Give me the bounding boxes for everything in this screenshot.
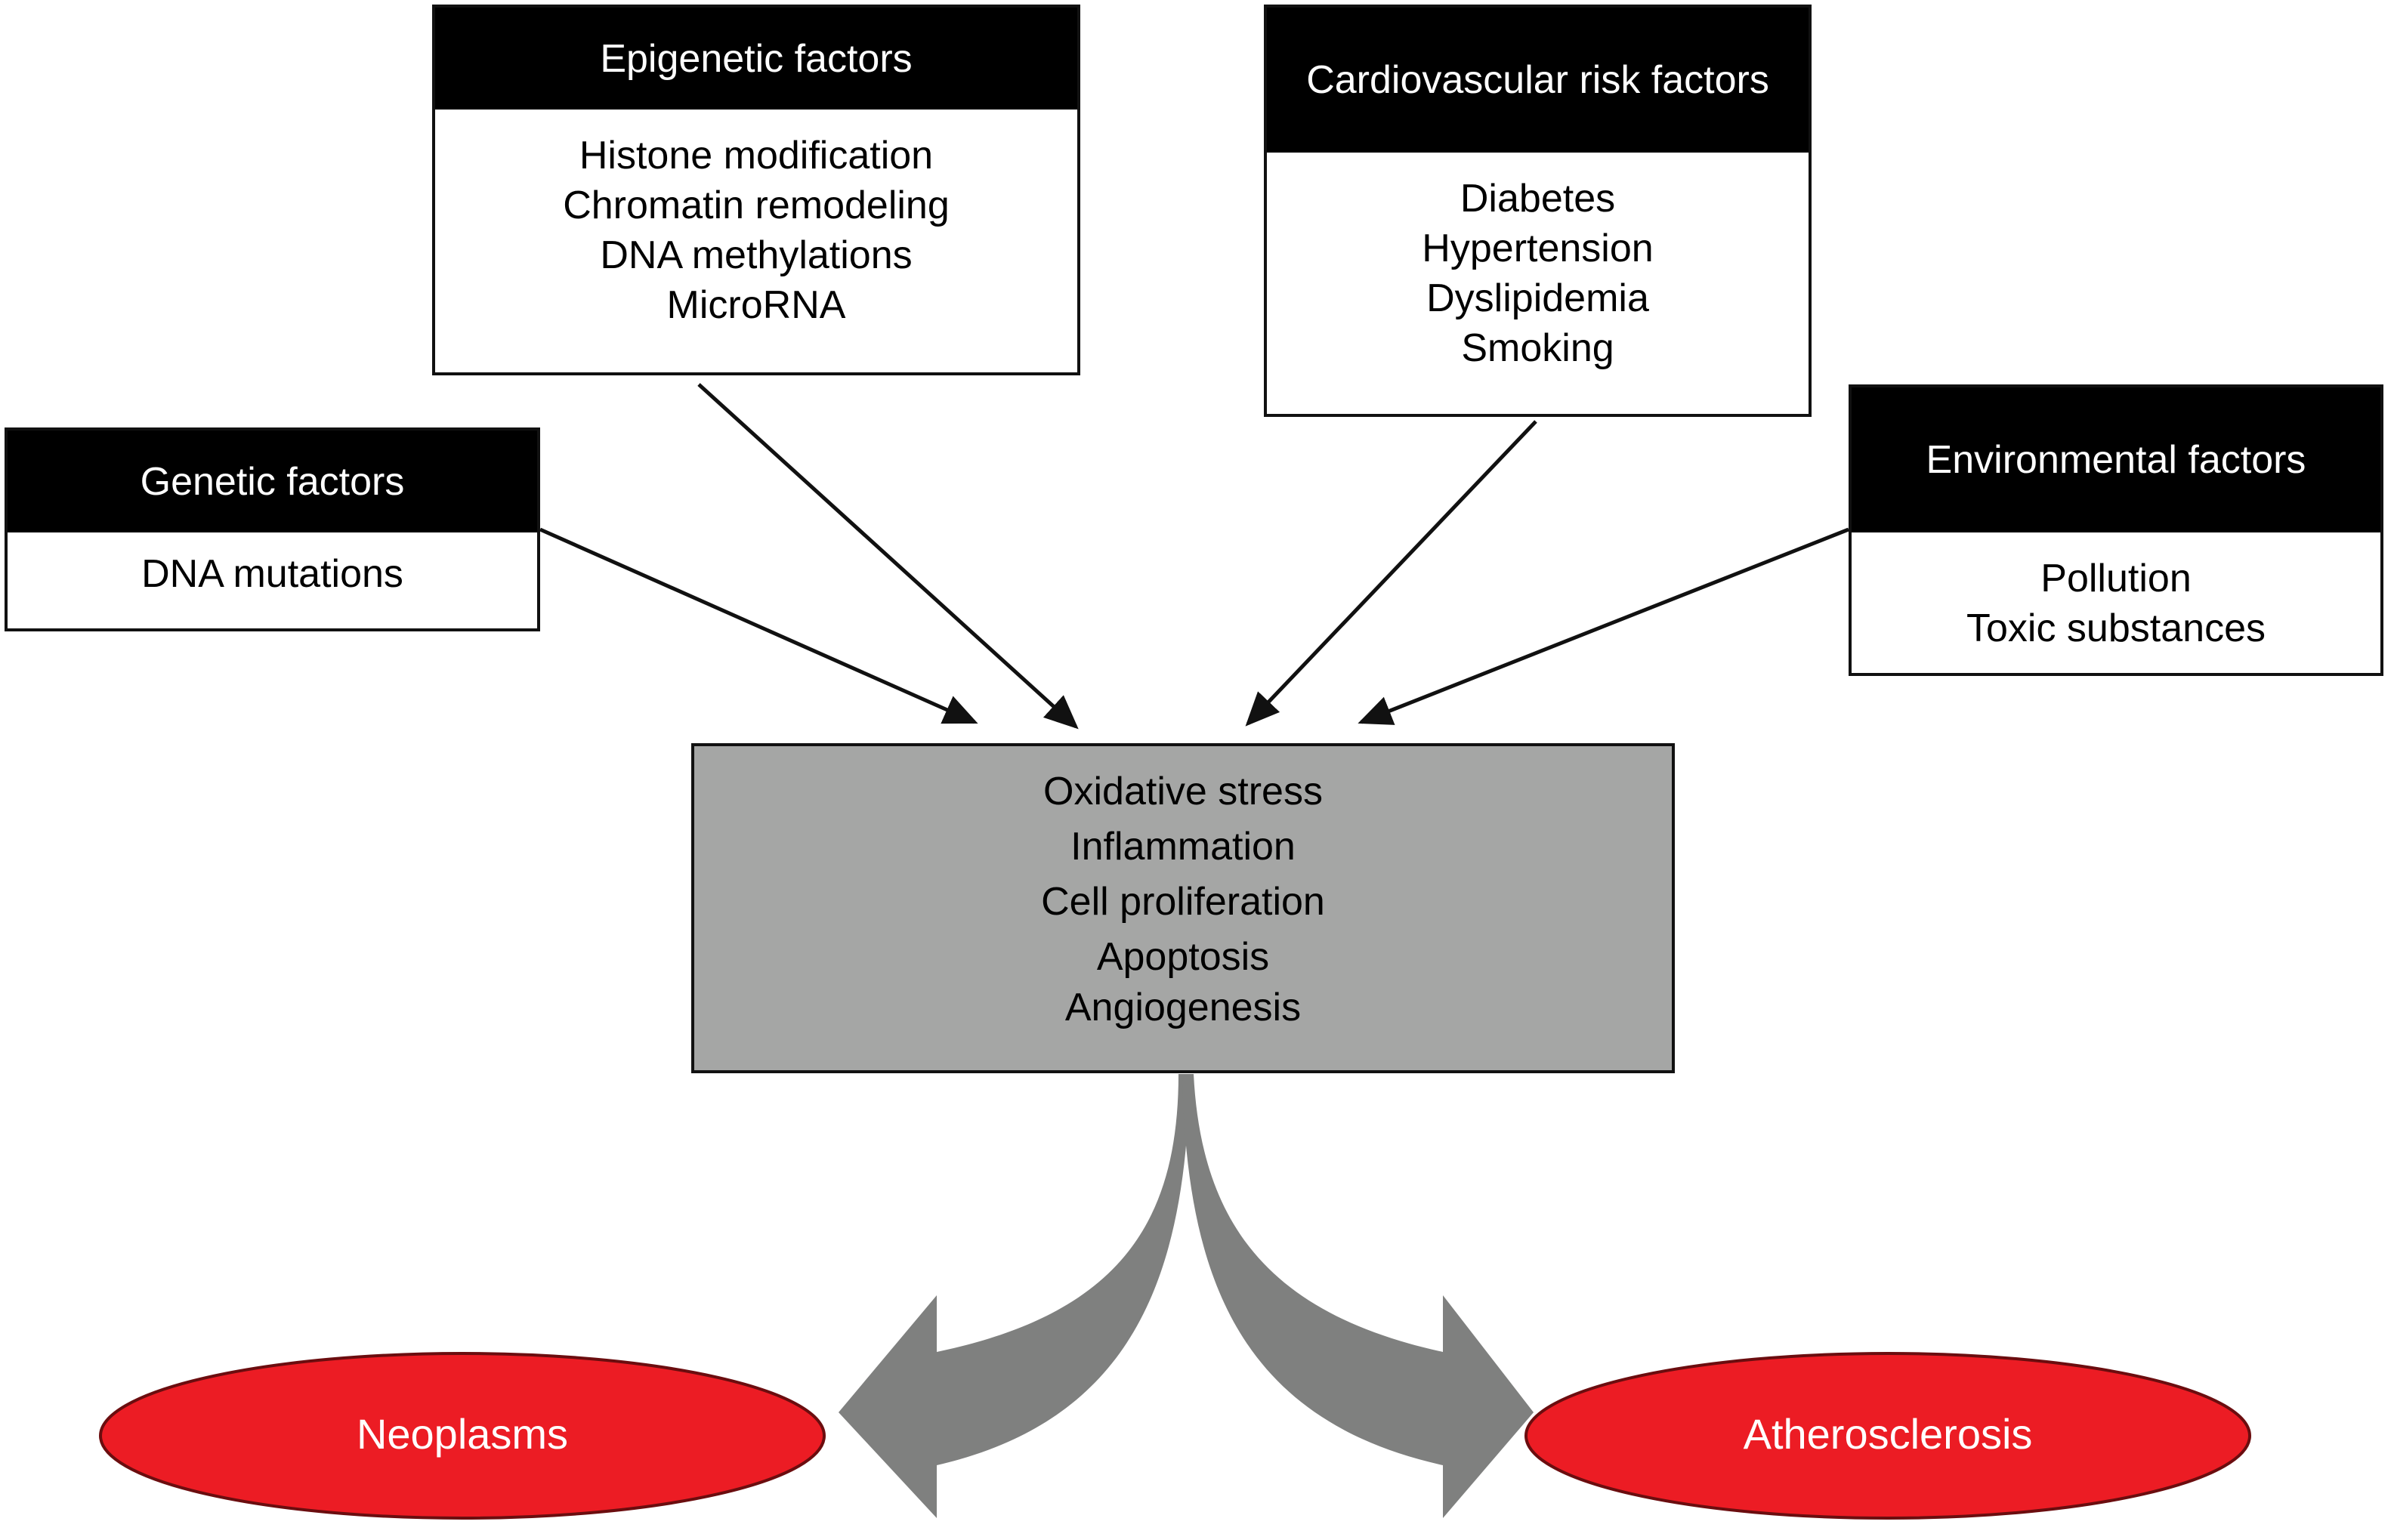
genetic-factors-header: Genetic factors	[8, 431, 537, 532]
epigenetic-factors-list: Histone modification Chromatin remodelin…	[435, 110, 1077, 330]
list-item: Cell proliferation	[1041, 880, 1325, 924]
genetic-factors-title: Genetic factors	[140, 459, 405, 504]
list-item: DNA methylations	[600, 233, 913, 277]
list-item: Diabetes	[1460, 177, 1616, 221]
cardiovascular-factors-list: Diabetes Hypertension Dyslipidemia Smoki…	[1267, 153, 1809, 373]
curved-arrow-to-neoplasms	[839, 1074, 1190, 1518]
list-item: Chromatin remodeling	[563, 184, 950, 227]
genetic-factors-list: DNA mutations	[8, 532, 537, 599]
mechanisms-box: Oxidative stress Inflammation Cell proli…	[691, 743, 1675, 1073]
list-item: Angiogenesis	[1064, 986, 1302, 1029]
list-item: Oxidative stress	[1043, 770, 1323, 813]
curved-arrow-to-atherosclerosis	[1182, 1074, 1534, 1518]
environmental-factors-box: Environmental factors Pollution Toxic su…	[1849, 384, 2383, 676]
genetic-factors-box: Genetic factors DNA mutations	[5, 427, 540, 631]
epigenetic-factors-title: Epigenetic factors	[600, 36, 913, 81]
arrow-epigenetic-to-mechanisms	[697, 383, 1079, 730]
list-item: Smoking	[1461, 326, 1614, 370]
outcome-atherosclerosis-label: Atherosclerosis	[1743, 1410, 2033, 1458]
list-item: Pollution	[2040, 557, 2192, 600]
list-item: MicroRNA	[666, 283, 846, 327]
arrow-genetic-to-mechanisms	[539, 527, 978, 724]
outcome-neoplasms-shape	[99, 1352, 826, 1520]
cardiovascular-factors-title: Cardiovascular risk factors	[1306, 58, 1769, 102]
list-item: Dyslipidemia	[1426, 276, 1649, 320]
epigenetic-factors-header: Epigenetic factors	[435, 8, 1077, 110]
list-item: DNA mutations	[141, 552, 403, 596]
list-item: Hypertension	[1422, 227, 1654, 270]
cardiovascular-factors-header: Cardiovascular risk factors	[1267, 8, 1809, 153]
environmental-factors-title: Environmental factors	[1926, 438, 2306, 482]
outcome-atherosclerosis-shape	[1524, 1352, 2251, 1520]
list-item: Toxic substances	[1966, 606, 2266, 650]
list-item: Inflammation	[1070, 825, 1296, 869]
outcome-neoplasms-label: Neoplasms	[356, 1410, 569, 1458]
environmental-factors-list: Pollution Toxic substances	[1852, 532, 2380, 653]
arrow-cardiovascular-to-mechanisms	[1245, 420, 1537, 727]
list-item: Apoptosis	[1096, 935, 1270, 979]
arrow-environmental-to-mechanisms	[1358, 527, 1849, 725]
list-item: Histone modification	[579, 134, 934, 177]
environmental-factors-header: Environmental factors	[1852, 387, 2380, 532]
cardiovascular-factors-box: Cardiovascular risk factors Diabetes Hyp…	[1264, 5, 1812, 417]
epigenetic-factors-box: Epigenetic factors Histone modification …	[432, 5, 1080, 375]
